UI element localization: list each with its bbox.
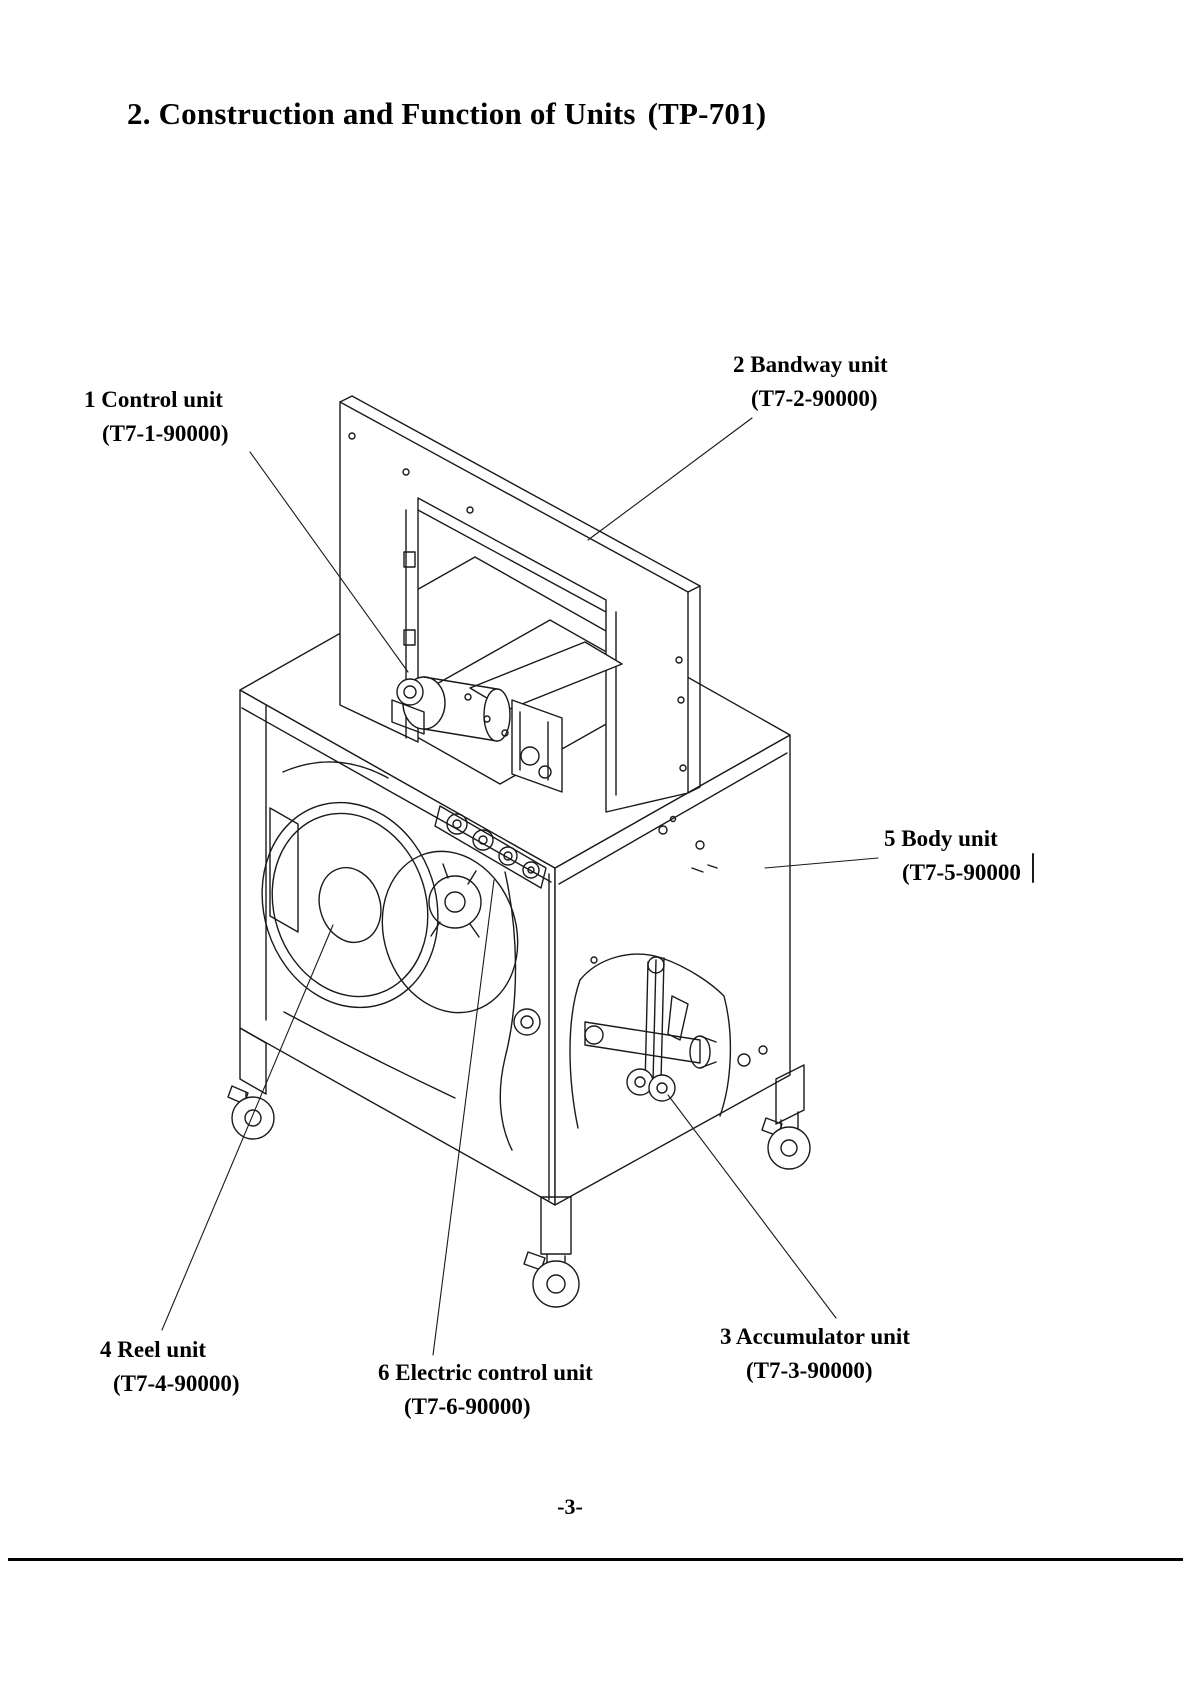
leader-body-unit — [764, 857, 879, 869]
accumulator-mechanism — [569, 953, 732, 1129]
leader-reel-unit — [161, 924, 334, 1331]
leader-electric-unit — [432, 879, 495, 1356]
bottom-rule — [8, 1558, 1183, 1561]
label-body-unit: 5 Body unit (T7-5-90000 — [884, 822, 1021, 890]
label-body-unit-name: 5 Body unit — [884, 826, 998, 851]
label-accumulator-unit-name: 3 Accumulator unit — [720, 1324, 910, 1349]
label-electric-control-unit: 6 Electric control unit (T7-6-90000) — [378, 1356, 593, 1424]
body-cabinet — [239, 556, 791, 1206]
caster-left-wheel — [227, 1027, 275, 1140]
page-title-main: 2. Construction and Function of Units — [127, 96, 636, 131]
leader-accumulator-unit — [667, 1094, 837, 1319]
electric-control-connectors — [434, 805, 547, 889]
page-title-model: (TP-701) — [647, 96, 767, 131]
label-bandway-unit: 2 Bandway unit (T7-2-90000) — [733, 348, 888, 416]
page-number: -3- — [557, 1494, 583, 1519]
label-bandway-unit-name: 2 Bandway unit — [733, 352, 888, 377]
label-accumulator-unit: 3 Accumulator unit (T7-3-90000) — [720, 1320, 910, 1388]
caster-front-wheel — [523, 1196, 580, 1308]
leader-control-unit — [249, 451, 409, 673]
label-reel-unit: 4 Reel unit (T7-4-90000) — [100, 1333, 239, 1401]
label-control-unit: 1 Control unit (T7-1-90000) — [84, 383, 228, 451]
caster-right-wheel — [761, 1064, 811, 1170]
label-electric-control-unit-name: 6 Electric control unit — [378, 1360, 593, 1385]
leader-bandway-unit — [587, 417, 753, 541]
label-reel-unit-part: (T7-4-90000) — [113, 1371, 240, 1396]
page-title: 2. Construction and Function of Units (TP… — [127, 96, 766, 132]
label-reel-unit-name: 4 Reel unit — [100, 1337, 207, 1362]
label-bandway-unit-part: (T7-2-90000) — [751, 386, 878, 411]
label-body-unit-part: (T7-5-90000 — [902, 860, 1021, 885]
label-accumulator-unit-part: (T7-3-90000) — [746, 1358, 873, 1383]
label-electric-control-unit-part: (T7-6-90000) — [404, 1394, 531, 1419]
leader-lines — [161, 417, 879, 1356]
label-control-unit-name: 1 Control unit — [84, 387, 223, 412]
control-unit-mechanism — [391, 641, 623, 793]
reel-unit — [261, 801, 519, 1014]
arch-bandway — [339, 395, 701, 813]
label-control-unit-part: (T7-1-90000) — [102, 421, 229, 446]
